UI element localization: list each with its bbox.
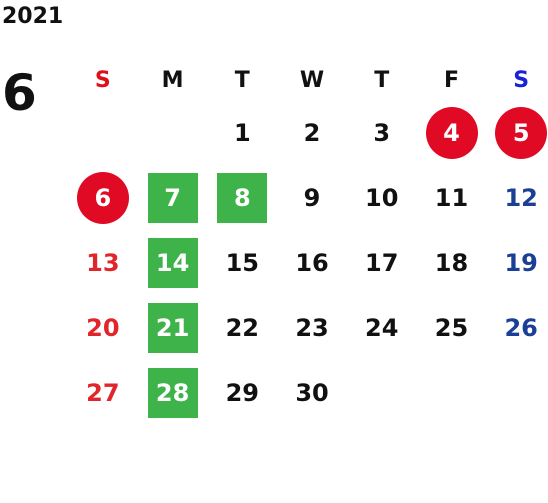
day-cell: 24 — [347, 303, 417, 353]
day-number: 5 — [512, 118, 530, 147]
day-number: 7 — [164, 183, 181, 212]
day-number: 4 — [443, 118, 460, 147]
holiday-day-cell: 4 — [417, 106, 487, 159]
day-number: 3 — [373, 118, 391, 147]
day-number: 16 — [295, 248, 329, 277]
day-cell: 15 — [207, 238, 277, 288]
day-cell: 18 — [417, 238, 487, 288]
day-cell: 2 — [277, 108, 347, 158]
sunday-day-cell: 27 — [68, 368, 138, 418]
highlighted-day-cell: 28 — [138, 367, 208, 418]
day-cell: 3 — [347, 108, 417, 158]
day-number: 19 — [504, 248, 538, 277]
weekday-header-row: S M T W T F S — [68, 60, 548, 100]
holiday-day-cell: 5 — [486, 106, 548, 159]
week-row: 20 21 22 23 24 25 26 — [68, 295, 548, 360]
calendar-grid: S M T W T F S 1 2 3 4 5 6 7 8 9 10 11 12… — [68, 60, 548, 425]
week-row: 27 28 29 30 — [68, 360, 548, 425]
highlighted-day-cell: 21 — [138, 302, 208, 353]
day-number: 9 — [303, 183, 321, 212]
day-number: 30 — [295, 378, 329, 407]
empty-day-cell — [68, 108, 138, 158]
highlighted-day-cell: 7 — [138, 172, 208, 223]
week-row: 1 2 3 4 5 — [68, 100, 548, 165]
day-number: 28 — [155, 378, 190, 407]
day-number: 22 — [225, 313, 259, 342]
day-number: 26 — [504, 313, 538, 342]
empty-day-cell — [138, 108, 208, 158]
day-cell: 25 — [417, 303, 487, 353]
day-cell: 11 — [417, 173, 487, 223]
day-number: 1 — [233, 118, 251, 147]
highlighted-day-cell: 14 — [138, 237, 208, 288]
day-cell: 22 — [207, 303, 277, 353]
holiday-circle — [425, 106, 478, 159]
weekday-saturday: S — [513, 67, 530, 93]
weekday-friday: F — [443, 67, 459, 93]
saturday-day-cell: 26 — [486, 303, 548, 353]
day-cell: 29 — [207, 368, 277, 418]
holiday-circle — [77, 171, 129, 224]
empty-day-cell — [486, 368, 548, 418]
empty-day-cell — [417, 368, 487, 418]
day-number: 27 — [86, 378, 120, 407]
highlight-square — [147, 367, 198, 418]
day-number: 6 — [94, 183, 112, 212]
month-number: 6 — [2, 64, 37, 122]
weekday-thursday: T — [374, 67, 390, 93]
highlighted-day-cell: 8 — [207, 172, 277, 223]
day-number: 20 — [86, 313, 120, 342]
holiday-circle — [495, 106, 548, 159]
day-number: 24 — [365, 313, 399, 342]
day-number: 15 — [225, 248, 259, 277]
day-number: 10 — [365, 183, 399, 212]
day-number: 11 — [434, 183, 469, 212]
empty-day-cell — [347, 368, 417, 418]
day-number: 2 — [303, 118, 321, 147]
day-number: 25 — [434, 313, 469, 342]
year-label: 2021 — [2, 4, 64, 29]
weekday-wednesday: W — [299, 67, 325, 93]
weekday-monday: M — [161, 67, 184, 93]
day-number: 29 — [225, 378, 259, 407]
sunday-day-cell: 13 — [68, 238, 138, 288]
day-number: 17 — [365, 248, 399, 277]
day-cell: 17 — [347, 238, 417, 288]
day-number: 23 — [295, 313, 329, 342]
saturday-day-cell: 19 — [486, 238, 548, 288]
day-cell: 30 — [277, 368, 347, 418]
day-number: 14 — [155, 248, 190, 277]
sunday-day-cell: 20 — [68, 303, 138, 353]
week-row: 13 14 15 16 17 18 19 — [68, 230, 548, 295]
day-cell: 1 — [207, 108, 277, 158]
weekday-sunday: S — [94, 67, 111, 93]
day-number: 13 — [86, 248, 120, 277]
day-number: 8 — [233, 183, 251, 212]
day-cell: 10 — [347, 173, 417, 223]
highlight-square — [147, 172, 198, 223]
weekday-tuesday: T — [234, 67, 250, 93]
highlight-square — [217, 172, 268, 223]
day-cell: 23 — [277, 303, 347, 353]
day-cell: 16 — [277, 238, 347, 288]
day-number: 21 — [155, 313, 190, 342]
week-row: 6 7 8 9 10 11 12 — [68, 165, 548, 230]
saturday-day-cell: 12 — [486, 173, 548, 223]
highlight-square — [147, 302, 198, 353]
day-number: 12 — [504, 183, 538, 212]
day-number: 18 — [434, 248, 469, 277]
day-cell: 9 — [277, 173, 347, 223]
holiday-day-cell: 6 — [68, 171, 138, 224]
highlight-square — [147, 237, 198, 288]
